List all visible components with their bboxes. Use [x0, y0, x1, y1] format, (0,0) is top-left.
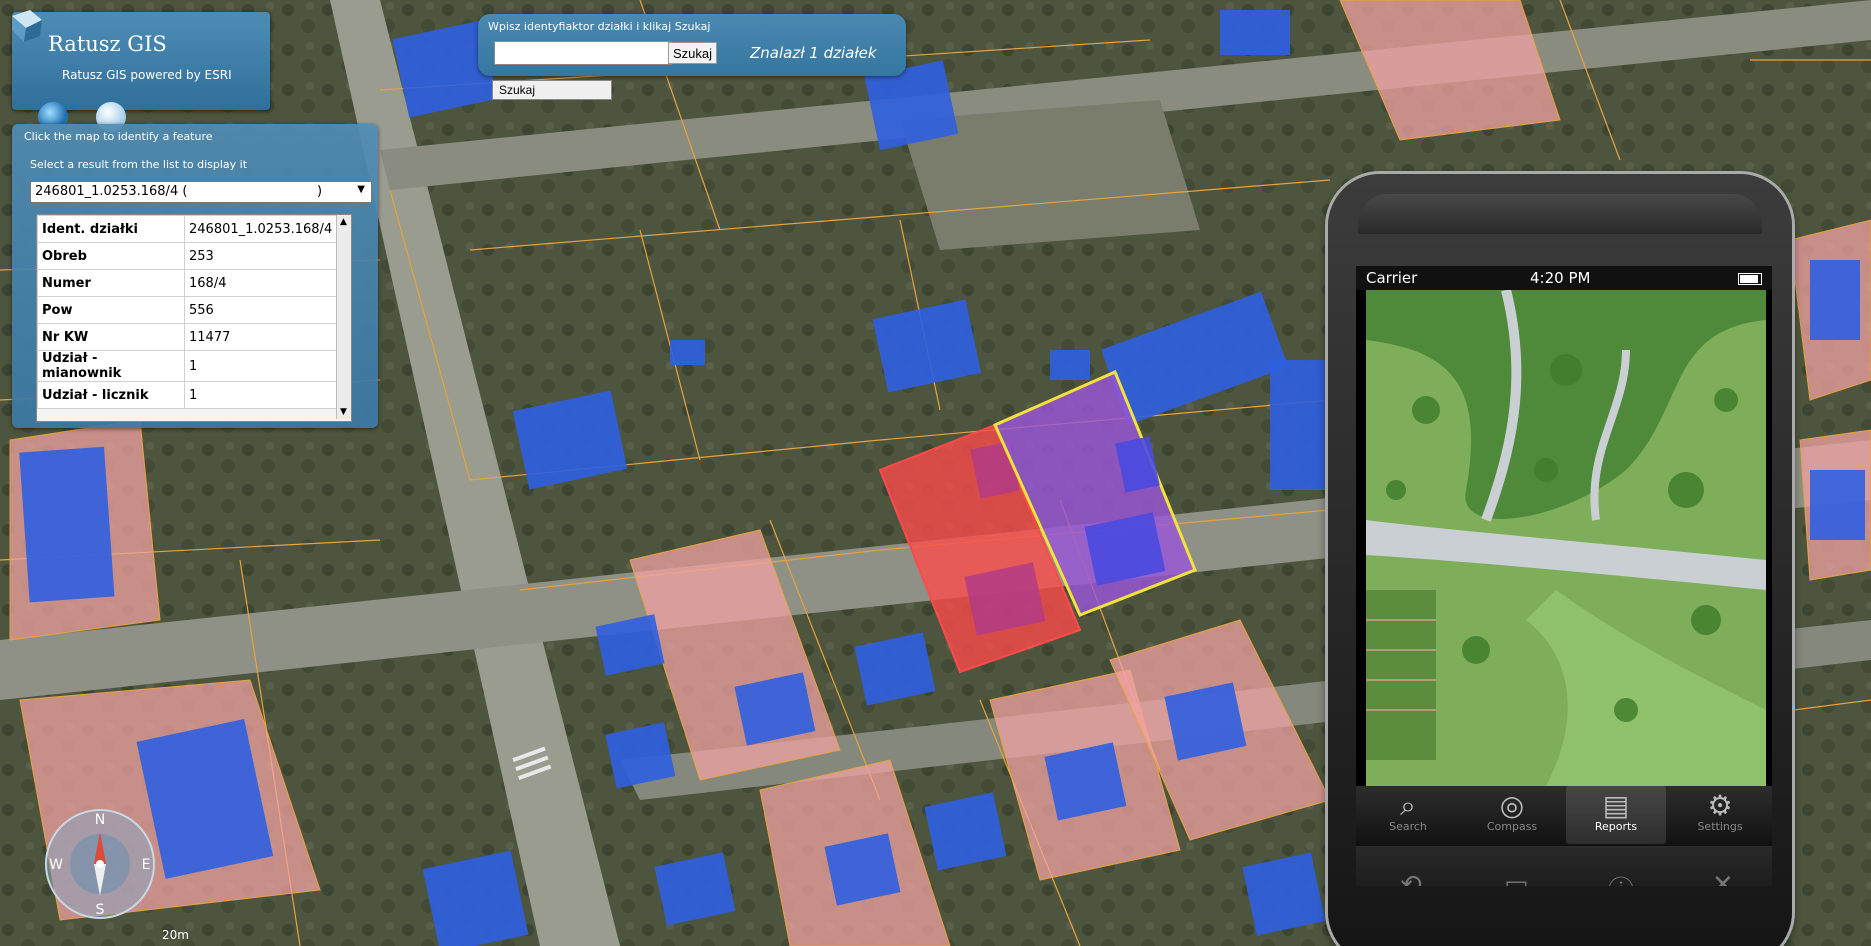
search-button[interactable]: Szukaj [668, 42, 718, 64]
phone-screen: Carrier 4:20 PM [1356, 266, 1772, 886]
compass-control[interactable]: N E S W [44, 808, 156, 920]
tab-reports[interactable]: ▤Reports [1566, 786, 1666, 844]
compass-e: E [142, 857, 151, 873]
attribute-value: 253 [184, 242, 349, 270]
attribute-value: 246801_1.0253.168/4 [184, 215, 349, 243]
result-dropdown-value-tail: ) [317, 184, 323, 199]
phone-tab-bar: ⌕Search ◎Compass ▤Reports ⚙Settings [1356, 786, 1772, 846]
attribute-key: Pow [37, 296, 185, 324]
layers-icon[interactable]: ▭ [1504, 870, 1529, 886]
result-dropdown-value: 246801_1.0253.168/4 ( [35, 184, 188, 199]
info-icon[interactable]: ⓘ [1608, 870, 1634, 886]
building-in-selected-parcel [1084, 512, 1166, 586]
attribute-key: Udział - licznik [37, 381, 185, 409]
building-in-red-parcel [964, 562, 1046, 636]
attribute-value: 556 [184, 296, 349, 324]
compass-icon: ◎ [1499, 789, 1525, 822]
app-header-panel: Ratusz GIS Ratusz GIS powered by ESRI [12, 10, 270, 132]
clock-label: 4:20 PM [1530, 269, 1591, 287]
scrollbar[interactable]: ▲ ▼ [336, 215, 351, 419]
battery-icon [1738, 273, 1762, 285]
identify-hint: Click the map to identify a feature [24, 130, 213, 143]
identify-panel: Click the map to identify a feature Sele… [12, 124, 378, 428]
attribute-key: Udział - mianownik [37, 350, 185, 382]
attribute-key: Numer [37, 269, 185, 297]
tab-settings-label: Settings [1697, 820, 1743, 833]
result-dropdown[interactable]: 246801_1.0253.168/4 ( ) ▼ [30, 181, 372, 203]
tab-compass-label: Compass [1486, 820, 1538, 833]
phone-mockup: Carrier 4:20 PM [1328, 174, 1792, 946]
attribute-key: Nr KW [37, 323, 185, 351]
app-subtitle: Ratusz GIS powered by ESRI [62, 68, 232, 82]
field [900, 100, 1200, 250]
attribute-value: 11477 [184, 323, 349, 351]
tab-search[interactable]: ⌕Search [1358, 786, 1458, 844]
scale-bar-label: 20m [162, 928, 189, 942]
tab-compass[interactable]: ◎Compass [1462, 786, 1562, 844]
attribute-key: Obreb [37, 242, 185, 270]
attribute-value: 1 [184, 350, 349, 382]
reports-icon: ▤ [1602, 789, 1630, 822]
chevron-down-icon: ▼ [357, 184, 365, 195]
scroll-up-icon[interactable]: ▲ [340, 217, 347, 227]
building-in-selected-parcel-2 [1115, 436, 1160, 493]
carrier-label: Carrier [1366, 269, 1418, 287]
phone-bezel-top [1358, 194, 1762, 234]
search-result-text: Znalazł 1 działek [750, 44, 877, 62]
parcel-search-panel: Wpisz identyfiaktor działki i klikaj Szu… [478, 14, 906, 76]
attribute-value: 1 [184, 381, 349, 409]
app-title: Ratusz GIS [48, 32, 167, 56]
compass-s: S [96, 902, 105, 918]
crosswalk [512, 746, 552, 780]
app-logo-icon [12, 10, 42, 42]
tab-settings[interactable]: ⚙Settings [1670, 786, 1770, 844]
buildings [19, 10, 1865, 946]
phone-map-view[interactable] [1366, 290, 1766, 786]
search-icon: ⌕ [1400, 789, 1416, 822]
refresh-icon[interactable]: ⟲ [1400, 870, 1422, 886]
tab-search-label: Search [1389, 820, 1427, 833]
phone-toolbar: ⟲ ▭ ⓘ ✕ [1356, 846, 1772, 886]
result-select-prompt: Select a result from the list to display… [30, 158, 248, 171]
parcel-id-input[interactable] [494, 41, 672, 65]
scroll-down-icon[interactable]: ▼ [340, 407, 347, 417]
compass-w: W [49, 857, 63, 873]
search-label: Wpisz identyfiaktor działki i klikaj Szu… [488, 20, 711, 33]
status-bar: Carrier 4:20 PM [1356, 266, 1772, 290]
attribute-value: 168/4 [184, 269, 349, 297]
search-button-secondary[interactable]: Szukaj [492, 80, 612, 100]
attribute-key: Ident. działki [37, 215, 185, 243]
close-icon[interactable]: ✕ [1712, 870, 1734, 886]
compass-n: N [95, 812, 105, 828]
tab-reports-label: Reports [1594, 820, 1638, 833]
gear-icon: ⚙ [1707, 789, 1733, 822]
